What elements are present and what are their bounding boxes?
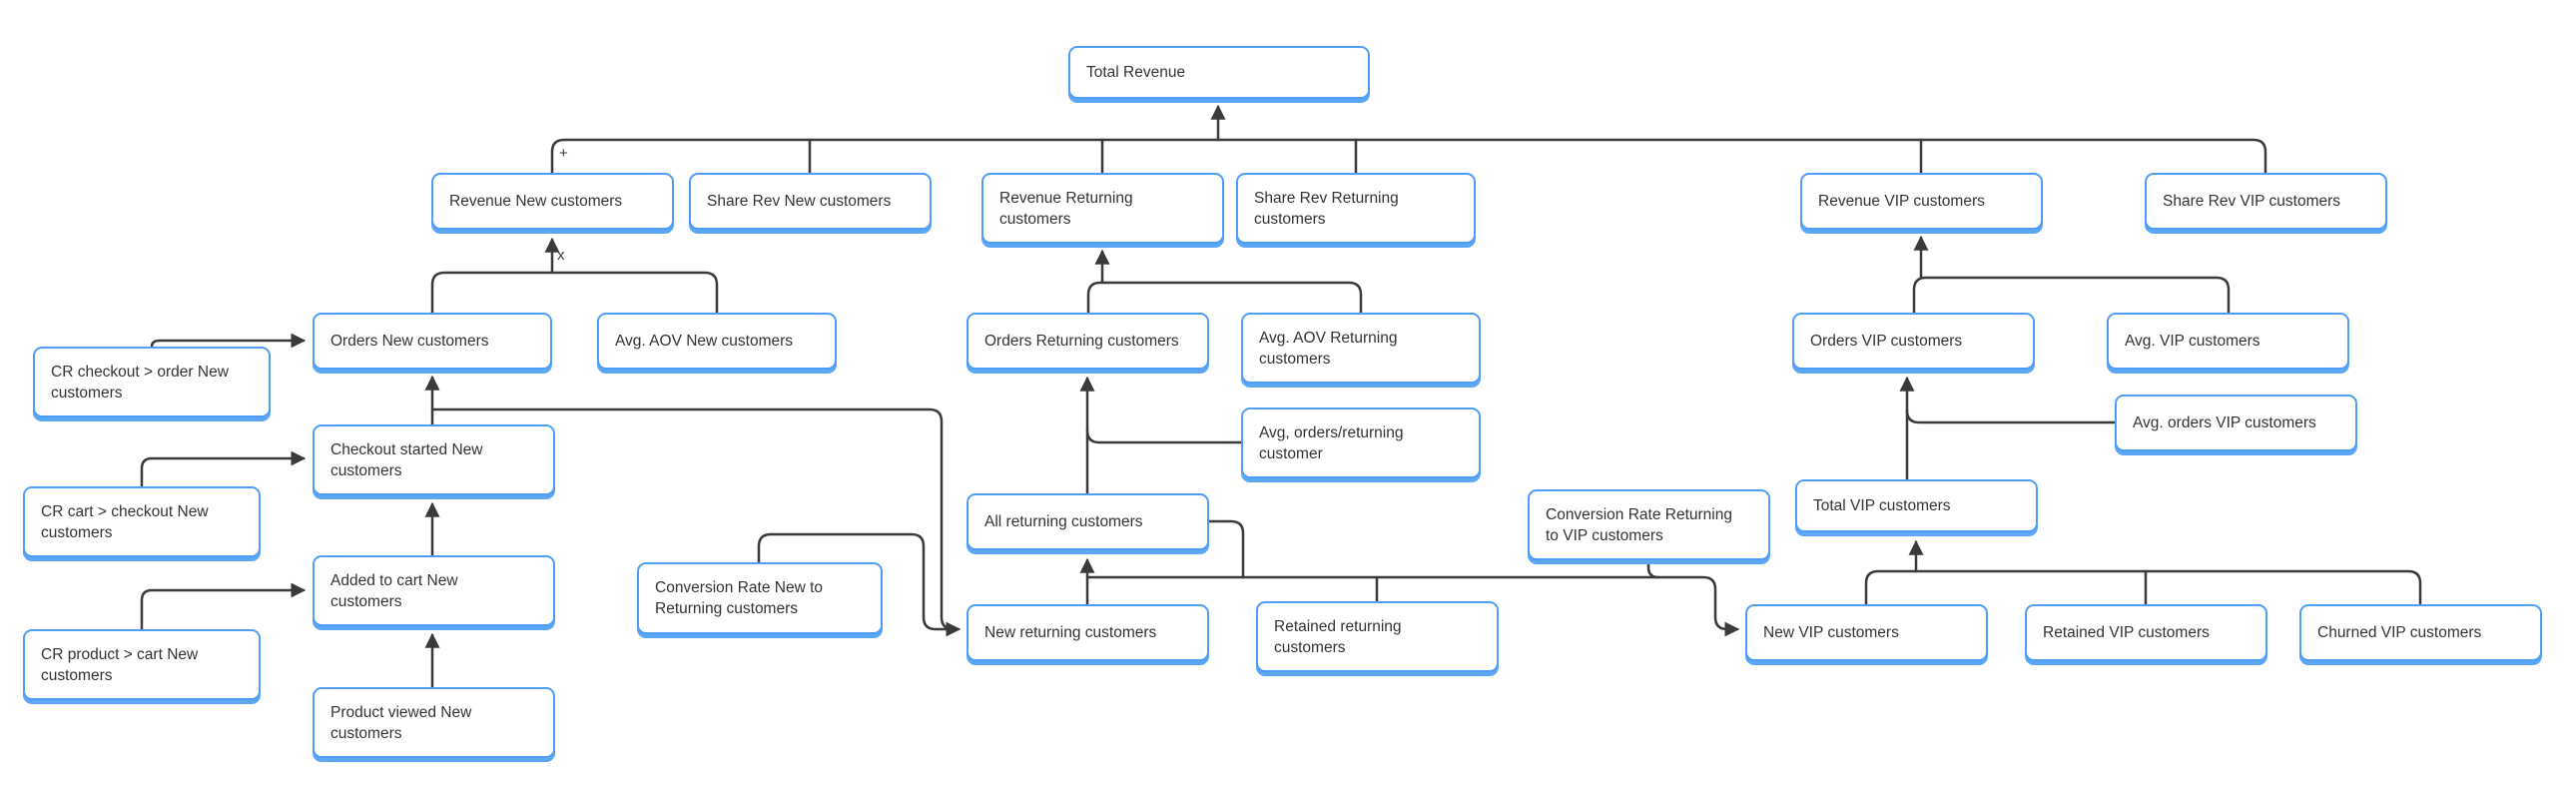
edge xyxy=(150,333,307,349)
node-retained-returning[interactable]: Retained returning customers xyxy=(1256,601,1499,672)
edge xyxy=(1864,569,2422,606)
node-share-rev-returning[interactable]: Share Rev Returning customers xyxy=(1236,173,1476,244)
edge xyxy=(430,271,719,315)
node-checkout-started[interactable]: Checkout started New customers xyxy=(313,424,555,495)
node-avg-aov-new[interactable]: Avg. AOV New customers xyxy=(597,313,837,370)
node-revenue-new[interactable]: Revenue New customers xyxy=(431,173,674,230)
node-avg-vip[interactable]: Avg. VIP customers xyxy=(2107,313,2349,370)
edge xyxy=(140,582,307,631)
node-orders-vip[interactable]: Orders VIP customers xyxy=(1792,313,2035,370)
operator-plus-label: + xyxy=(559,145,568,162)
node-cr-checkout-order[interactable]: CR checkout > order New customers xyxy=(33,347,271,417)
node-cr-product-cart[interactable]: CR product > cart New customers xyxy=(23,629,261,700)
edge xyxy=(1912,276,2231,315)
node-cr-returning-vip[interactable]: Conversion Rate Returning to VIP custome… xyxy=(1528,489,1770,560)
edge xyxy=(1905,408,2117,424)
edge xyxy=(1646,558,1660,579)
node-cr-new-returning[interactable]: Conversion Rate New to Returning custome… xyxy=(637,562,883,634)
node-avg-orders-returning[interactable]: Avg, orders/returning customer xyxy=(1241,407,1481,478)
edge xyxy=(1085,428,1243,444)
node-total-revenue[interactable]: Total Revenue xyxy=(1068,46,1370,99)
node-orders-returning[interactable]: Orders Returning customers xyxy=(966,313,1209,370)
node-total-vip[interactable]: Total VIP customers xyxy=(1795,479,2038,532)
node-orders-new[interactable]: Orders New customers xyxy=(313,313,552,370)
node-revenue-vip[interactable]: Revenue VIP customers xyxy=(1800,173,2043,230)
node-product-viewed[interactable]: Product viewed New customers xyxy=(313,687,555,758)
node-avg-orders-vip[interactable]: Avg. orders VIP customers xyxy=(2115,395,2357,451)
operator-multiply-label: x xyxy=(557,247,565,264)
node-share-rev-new[interactable]: Share Rev New customers xyxy=(689,173,932,230)
node-retained-vip[interactable]: Retained VIP customers xyxy=(2025,604,2267,661)
edge-group xyxy=(140,104,2422,689)
node-churned-vip[interactable]: Churned VIP customers xyxy=(2299,604,2542,661)
edge xyxy=(550,138,2267,175)
node-new-returning[interactable]: New returning customers xyxy=(966,604,1209,661)
edge xyxy=(1085,575,1740,637)
node-share-rev-vip[interactable]: Share Rev VIP customers xyxy=(2145,173,2387,230)
edge xyxy=(140,450,307,488)
node-all-returning[interactable]: All returning customers xyxy=(966,493,1209,550)
edge xyxy=(757,532,951,631)
node-avg-aov-returning[interactable]: Avg. AOV Returning customers xyxy=(1241,313,1481,384)
node-added-to-cart[interactable]: Added to cart New customers xyxy=(313,555,555,626)
node-cr-cart-checkout[interactable]: CR cart > checkout New customers xyxy=(23,486,261,557)
node-new-vip[interactable]: New VIP customers xyxy=(1745,604,1988,661)
edge xyxy=(1207,519,1245,579)
edge xyxy=(1086,281,1363,315)
node-revenue-returning[interactable]: Revenue Returning customers xyxy=(981,173,1224,244)
